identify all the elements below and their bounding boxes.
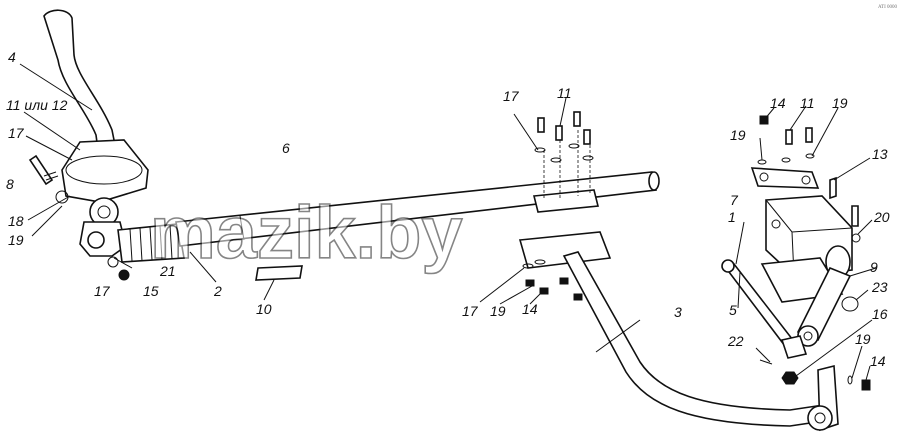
washer-17: [107, 256, 119, 268]
label-9: 9: [870, 259, 878, 275]
label-3: 3: [674, 304, 682, 320]
label-19-right-bottom: 19: [855, 331, 871, 347]
label-17-mid-bottom: 17: [462, 303, 479, 319]
label-23: 23: [871, 279, 888, 295]
label-21: 21: [159, 263, 176, 279]
label-22: 22: [727, 333, 744, 349]
label-16: 16: [872, 306, 888, 322]
leader-lines: [19, 63, 877, 381]
label-18: 18: [8, 213, 24, 229]
gear-lever-assembly: [28, 9, 303, 281]
gear-lever: [43, 9, 119, 167]
long-rod-6: [175, 171, 660, 247]
link-7: [750, 167, 820, 189]
label-11-or-12: 11 или 12: [6, 97, 68, 113]
label-19-right-top: 19: [832, 95, 848, 111]
label-13: 13: [872, 146, 888, 162]
label-4: 4: [8, 49, 16, 65]
label-1: 1: [728, 209, 736, 225]
label-14-right-top: 14: [770, 95, 786, 111]
corner-mark: ATI 0000: [878, 5, 898, 10]
label-10: 10: [256, 301, 272, 317]
shift-mechanism: [721, 115, 871, 391]
callout-labels: 4 11 или 12 17 8 18 19 6 21 2 17 15 10 1…: [6, 49, 890, 369]
label-7: 7: [730, 192, 739, 208]
plate-10: [255, 265, 303, 281]
housing-ring: [65, 155, 143, 185]
label-20: 20: [873, 209, 890, 225]
washer-19: [55, 190, 69, 204]
label-15: 15: [143, 283, 159, 299]
middle-bracket: [518, 111, 612, 301]
label-17-left: 17: [8, 125, 25, 141]
label-17-bottom: 17: [94, 283, 111, 299]
label-5: 5: [729, 302, 737, 318]
bent-rod-3: [562, 251, 839, 432]
label-8: 8: [6, 176, 14, 192]
label-11-mid: 11: [557, 85, 572, 101]
label-19-left: 19: [8, 232, 24, 248]
label-19-right-left: 19: [730, 127, 746, 143]
label-2: 2: [213, 283, 222, 299]
label-17-mid-top: 17: [503, 88, 520, 104]
watermark: mazik.by: [150, 191, 463, 274]
label-19-mid: 19: [490, 303, 506, 319]
label-14-mid: 14: [522, 301, 538, 317]
lever-housing: [61, 139, 149, 203]
bolt-8: [28, 154, 54, 186]
label-6: 6: [282, 140, 290, 156]
nut-15: [118, 269, 130, 281]
label-14-right-bottom: 14: [870, 353, 886, 369]
fork-eye: [87, 231, 105, 249]
washer-23: [841, 296, 859, 312]
label-11-right: 11: [800, 95, 815, 111]
